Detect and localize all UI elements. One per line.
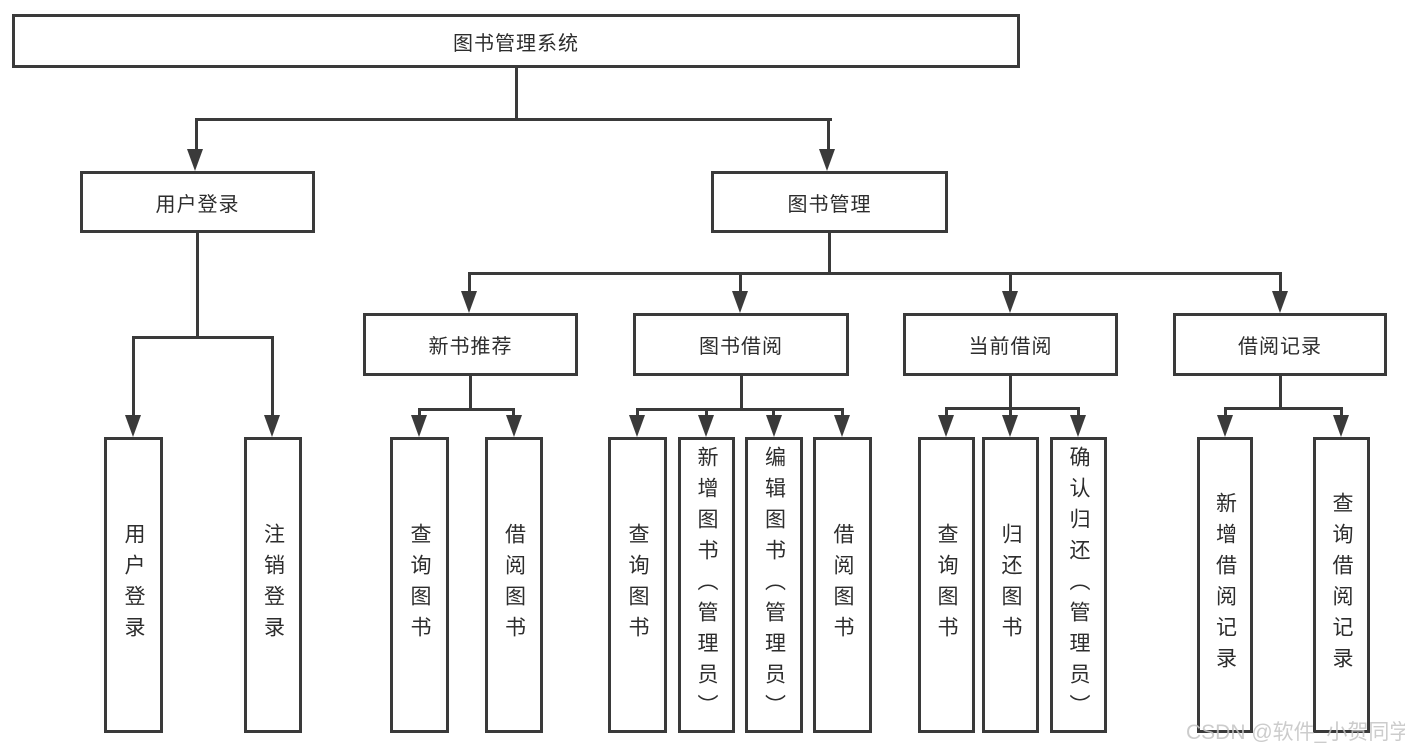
leaf-query-books-current: 查询图书 [918,437,975,733]
leaf-label: 归还图书 [999,523,1022,647]
leaf-edit-book-admin: 编辑图书（管理员） [745,437,803,733]
node-book-borrowing: 图书借阅 [633,313,849,376]
node-label: 当前借阅 [968,336,1053,358]
node-current-borrowing: 当前借阅 [903,313,1118,376]
node-borrowing-records: 借阅记录 [1173,313,1387,376]
connector-line [132,336,274,339]
connector-line [945,407,948,415]
connector-line [828,233,831,272]
connector-line [132,336,135,415]
leaf-label: 查询图书 [408,523,431,647]
leaf-label: 注销登录 [261,523,285,647]
connector-line [195,118,198,150]
connector-line [1009,376,1012,407]
arrow-down-icon [1002,291,1018,313]
leaf-logout: 注销登录 [244,437,302,733]
leaf-label: 确认归还（管理员） [1067,445,1090,725]
connector-line [469,376,472,408]
connector-line [196,118,832,121]
connector-line [827,118,830,150]
leaf-query-books-borrowing: 查询图书 [608,437,667,733]
arrow-down-icon [834,415,850,437]
arrow-down-icon [506,415,522,437]
leaf-label: 新增图书（管理员） [695,445,718,725]
connector-line [1009,272,1012,291]
arrow-down-icon [1217,415,1233,437]
connector-line [196,233,199,336]
connector-line [739,272,742,291]
arrow-down-icon [732,291,748,313]
connector-line [1224,407,1343,410]
connector-line [1224,407,1227,415]
node-library-management-system: 图书管理系统 [12,14,1020,68]
leaf-label: 查询借阅记录 [1330,492,1353,678]
connector-line [945,407,1079,410]
leaf-label: 用户登录 [122,523,145,647]
leaf-add-borrow-record: 新增借阅记录 [1197,437,1253,733]
connector-line [740,376,743,408]
connector-line [705,408,708,415]
node-label: 图书管理 [787,193,872,216]
csdn-watermark: CSDN @软件_小贺同学 [1186,721,1405,744]
leaf-query-borrow-record: 查询借阅记录 [1313,437,1370,733]
arrow-down-icon [766,415,782,437]
arrow-down-icon [461,291,477,313]
node-label: 借阅记录 [1238,336,1322,358]
leaf-return-book: 归还图书 [982,437,1039,733]
connector-line [1340,407,1343,415]
leaf-borrow-books: 借阅图书 [813,437,872,733]
leaf-user-login: 用户登录 [104,437,163,733]
leaf-borrow-books-recommend: 借阅图书 [485,437,543,733]
leaf-add-book-admin: 新增图书（管理员） [678,437,735,733]
leaf-label: 查询图书 [626,523,649,647]
arrow-down-icon [1272,291,1288,313]
connector-line [1279,376,1282,407]
node-label: 图书借阅 [699,336,783,358]
connector-line [468,272,471,291]
node-label: 用户登录 [155,193,240,216]
node-book-management: 图书管理 [711,171,948,233]
leaf-query-books-recommend: 查询图书 [390,437,449,733]
connector-line [468,272,1282,275]
connector-line [418,408,515,411]
connector-line [418,408,421,415]
arrow-down-icon [1002,415,1018,437]
arrow-down-icon [264,415,280,437]
arrow-down-icon [1333,415,1349,437]
leaf-label: 借阅图书 [502,523,526,647]
leaf-label: 借阅图书 [831,523,854,647]
arrow-down-icon [938,415,954,437]
leaf-label: 查询图书 [935,523,958,647]
connector-line [772,408,775,415]
leaf-confirm-return-admin: 确认归还（管理员） [1050,437,1107,733]
connector-line [636,408,843,411]
arrow-down-icon [1070,415,1086,437]
node-label: 图书管理系统 [453,32,579,55]
connector-line [636,408,639,415]
connector-line [1279,272,1282,291]
node-user-login: 用户登录 [80,171,315,233]
arrow-down-icon [629,415,645,437]
node-label: 新书推荐 [428,336,513,358]
arrow-down-icon [187,149,203,171]
leaf-label: 编辑图书（管理员） [762,445,786,725]
arrow-down-icon [125,415,141,437]
connector-line [271,336,274,415]
connector-line [1077,407,1080,415]
arrow-down-icon [819,149,835,171]
arrow-down-icon [698,415,714,437]
arrow-down-icon [411,415,427,437]
connector-line [841,408,844,415]
node-new-book-recommend: 新书推荐 [363,313,578,376]
leaf-label: 新增借阅记录 [1213,492,1237,678]
connector-line [1009,407,1012,415]
connector-line [512,408,515,415]
connector-line [515,68,518,118]
